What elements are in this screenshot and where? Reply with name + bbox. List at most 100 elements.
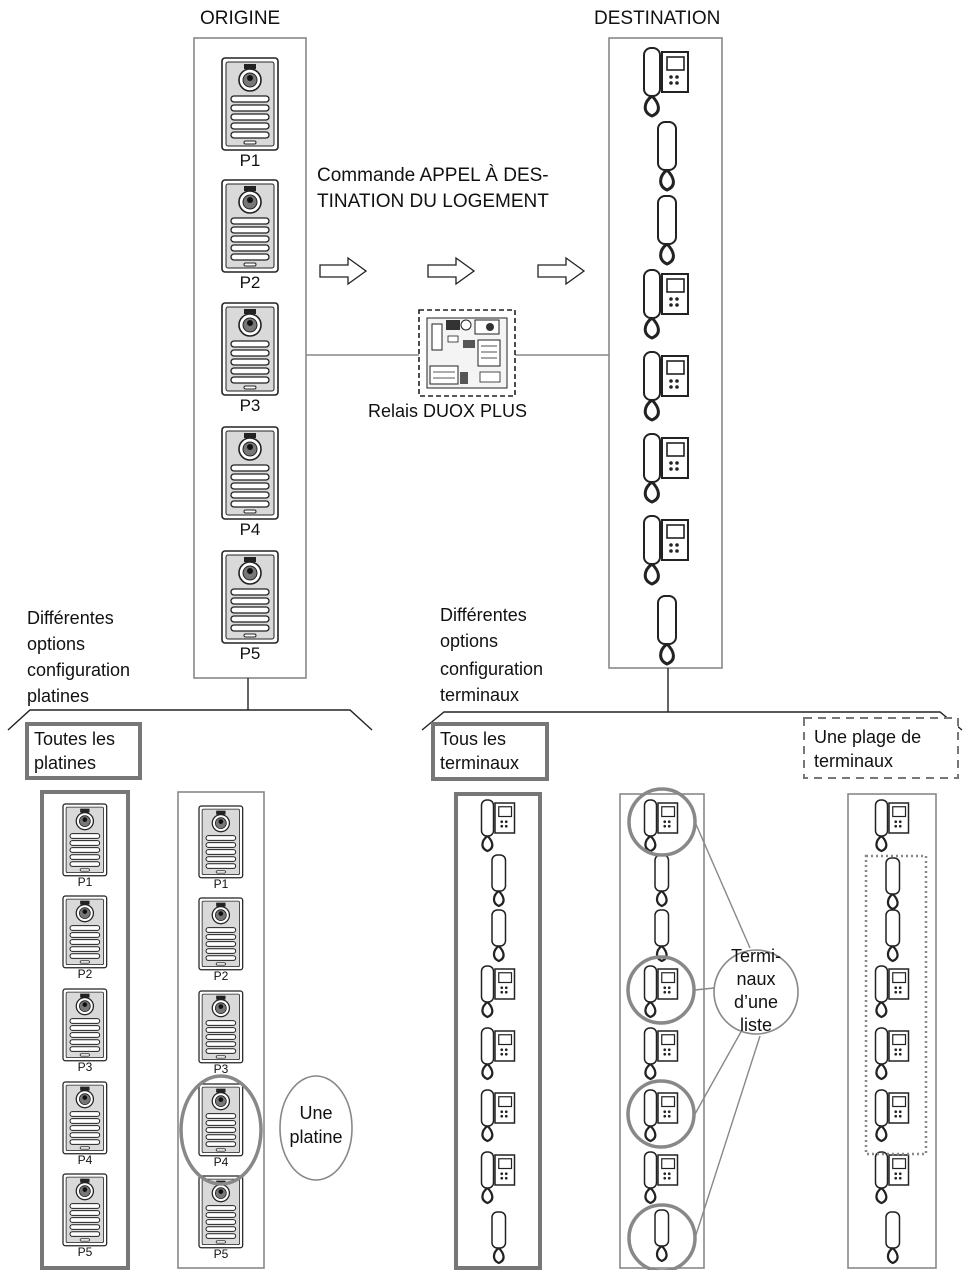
options-panels-line-4: platines (27, 686, 90, 706)
box-all-terminals-line-2: terminaux (440, 753, 520, 773)
all-terminals-monitor-3 (480, 1026, 516, 1081)
options-panels-line-1: Différentes (27, 608, 114, 628)
range-terminals-handset-1 (884, 856, 901, 911)
destination-monitor-3 (642, 350, 690, 422)
all-panels-frame (40, 790, 130, 1270)
bubble-list-line-3: d’une (733, 992, 779, 1012)
origin-label-p5: P5 (239, 644, 261, 663)
destination-title: DESTINATION (594, 8, 721, 29)
range-terminals-handset-2 (884, 908, 901, 963)
arrow-2 (427, 257, 475, 285)
all-terminals-monitor-1 (480, 798, 516, 853)
options-terminals-line-4: terminaux (440, 685, 520, 705)
all-panels-p1 (62, 803, 108, 877)
range-terminals-frame (847, 793, 937, 1269)
range-terminals-monitor-1 (874, 798, 910, 853)
command-line-2: TINATION DU LOGEMENT (317, 191, 549, 212)
bubble-one-panel (279, 1075, 353, 1181)
all-terminals-handset-3 (490, 1210, 507, 1265)
arrow-1 (319, 257, 367, 285)
bubble-one-panel-line-1: Une (299, 1103, 333, 1123)
options-panels-line-3: configuration (27, 660, 131, 680)
origin-label-p4: P4 (239, 520, 261, 539)
box-all-panels-line-2: platines (34, 753, 97, 773)
origin-panel-p5 (221, 550, 279, 644)
all-terminals-monitor-4 (480, 1088, 516, 1143)
list-terminals-monitor-1 (643, 798, 679, 853)
all-terminals-handset-2 (490, 908, 507, 963)
box-all-terminals-line-1: Tous les (440, 729, 507, 749)
origin-frame (193, 37, 307, 679)
destination-monitor-1 (642, 46, 690, 118)
all-panels-p3 (62, 988, 108, 1062)
destination-monitor-5 (642, 514, 690, 586)
box-range-line-1: Une plage de (814, 727, 922, 747)
one-panel-label-p3: P3 (213, 1062, 229, 1076)
all-terminals-handset-1 (490, 853, 507, 908)
range-terminals-monitor-3 (874, 1026, 910, 1081)
all-panels-label-p2: P2 (77, 967, 93, 981)
all-terminals-monitor-2 (480, 964, 516, 1019)
bubble-list-line-1: Termi- (731, 946, 781, 966)
bubble-list-line-2: naux (736, 969, 776, 989)
list-terminals-handset-2 (653, 908, 670, 963)
range-selection-box (864, 854, 928, 1156)
all-panels-p2 (62, 895, 108, 969)
destination-handset-3 (656, 594, 678, 666)
origin-title: ORIGINE (200, 8, 281, 29)
destination-frame (608, 37, 723, 669)
one-panel-frame (177, 791, 265, 1269)
all-panels-label-p1: P1 (77, 875, 93, 889)
box-range (803, 717, 959, 779)
list-terminals-frame (619, 793, 705, 1269)
one-panel-p2 (198, 897, 244, 971)
origin-branch-bracket (7, 678, 373, 731)
one-panel-p5 (198, 1175, 244, 1249)
bubble-one-panel-line-2: platine (289, 1127, 343, 1147)
destination-monitor-4 (642, 432, 690, 504)
origin-label-p3: P3 (239, 396, 261, 415)
one-panel-p3 (198, 990, 244, 1064)
one-panel-p1 (198, 805, 244, 879)
box-all-panels-line-1: Toutes les (34, 729, 116, 749)
list-terminals-monitor-5 (643, 1150, 679, 1205)
list-terminals-handset-1 (653, 853, 670, 908)
all-panels-label-p3: P3 (77, 1060, 93, 1074)
command-line-1: Commande APPEL À DES- (317, 165, 549, 186)
origin-panel-p2 (221, 179, 279, 273)
one-panel-label-p1: P1 (213, 877, 229, 891)
all-panels-label-p4: P4 (77, 1153, 93, 1167)
all-terminals-frame (454, 792, 542, 1270)
range-terminals-monitor-4 (874, 1088, 910, 1143)
options-terminals-line-3: configuration (440, 659, 544, 679)
destination-handset-2 (656, 194, 678, 266)
relay-label: Relais DUOX PLUS (368, 401, 528, 421)
origin-label-p1: P1 (239, 151, 261, 170)
one-panel-label-p2: P2 (213, 969, 229, 983)
range-terminals-monitor-5 (874, 1150, 910, 1205)
one-panel-label-p4: P4 (213, 1155, 229, 1169)
origin-panel-p3 (221, 302, 279, 396)
destination-monitor-2 (642, 268, 690, 340)
all-panels-p5 (62, 1173, 108, 1247)
relay-module (418, 309, 516, 397)
list-connector-lines (694, 821, 761, 1239)
options-terminals-line-2: options (440, 631, 499, 651)
options-terminals-line-1: Différentes (440, 605, 527, 625)
origin-panel-p4 (221, 426, 279, 520)
origin-panel-p1 (221, 57, 279, 151)
list-terminals-monitor-4 (643, 1088, 679, 1143)
box-all-panels (25, 722, 142, 780)
range-terminals-handset-3 (884, 1210, 901, 1265)
list-terminals-handset-3 (653, 1208, 670, 1263)
one-panel-highlight (179, 1074, 263, 1186)
arrow-3 (537, 257, 585, 285)
all-terminals-monitor-5 (480, 1150, 516, 1205)
list-terminals-monitor-3 (643, 1026, 679, 1081)
all-panels-label-p5: P5 (77, 1245, 93, 1259)
range-terminals-monitor-2 (874, 964, 910, 1019)
one-panel-p4 (198, 1083, 244, 1157)
origin-label-p2: P2 (239, 273, 261, 292)
list-terminals-monitor-2 (643, 964, 679, 1019)
